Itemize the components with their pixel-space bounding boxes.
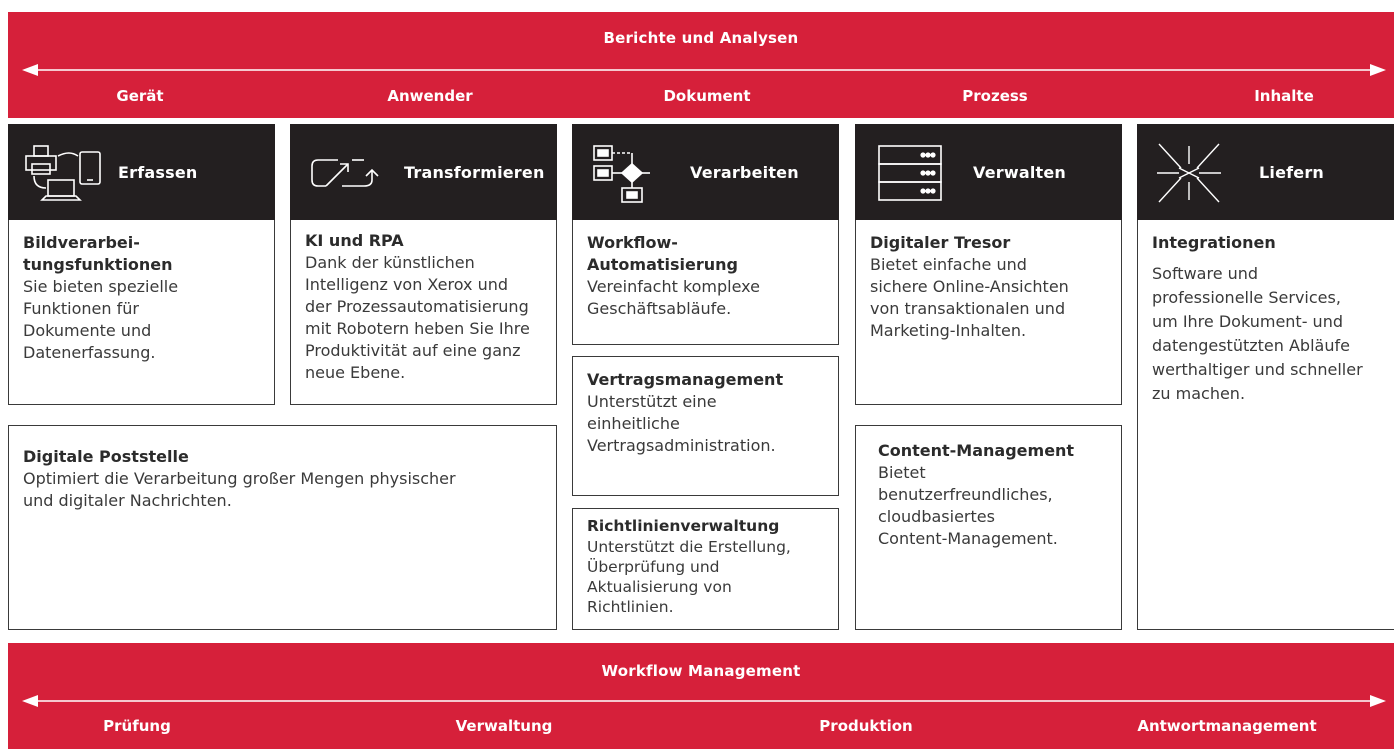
top-band-label-inhalte: Inhalte <box>1254 87 1314 105</box>
card-body: Unterstützt eine einheitliche Vertragsad… <box>587 392 776 455</box>
column-header-liefern: Liefern <box>1137 124 1394 220</box>
capture-devices-icon <box>25 145 101 201</box>
card-body: Dank der künstlichen Intelligenz von Xer… <box>305 253 530 382</box>
card-title: Digitale Poststelle <box>23 447 189 466</box>
column-label-verarbeiten: Verarbeiten <box>690 162 799 182</box>
server-rack-icon <box>878 145 942 201</box>
card-title: Workflow- Automatisierung <box>587 233 738 274</box>
card-title: KI und RPA <box>305 231 404 250</box>
card-title: Vertragsmanagement <box>587 370 784 389</box>
card-ki-rpa: KI und RPA Dank der künstlichen Intellig… <box>290 220 557 405</box>
column-header-verarbeiten: Verarbeiten <box>572 124 839 220</box>
card-digitaler-tresor: Digitaler Tresor Bietet einfache und sic… <box>855 220 1122 405</box>
top-band-label-dokument: Dokument <box>663 87 751 105</box>
top-band-label-geraet: Gerät <box>116 87 164 105</box>
bottom-band-label-antwortmanagement: Antwortmanagement <box>1137 717 1317 735</box>
card-body: Bietet einfache und sichere Online-Ansic… <box>870 255 1069 340</box>
bottom-band-label-pruefung: Prüfung <box>103 717 171 735</box>
card-title: Integrationen <box>1152 233 1276 252</box>
card-title: Content-Management <box>878 441 1075 460</box>
card-content-management: Content-Management Bietet benutzerfreund… <box>855 425 1122 630</box>
card-title: Bildverarbei- tungsfunktionen <box>23 233 173 274</box>
card-workflow-automatisierung: Workflow- Automatisierung Vereinfacht ko… <box>572 220 839 345</box>
column-label-erfassen: Erfassen <box>118 162 198 182</box>
card-body: Sie bieten spezielle Funktionen für Doku… <box>23 277 179 362</box>
double-arrow-icon <box>22 695 1386 707</box>
column-label-verwalten: Verwalten <box>973 162 1067 182</box>
top-band-label-prozess: Prozess <box>962 87 1028 105</box>
transform-arrows-icon <box>311 159 379 187</box>
flowchart-icon <box>593 145 650 203</box>
bottom-band-title: Workflow Management <box>601 662 801 680</box>
bottom-band-label-produktion: Produktion <box>819 717 913 735</box>
card-integrationen: Integrationen Software und professionell… <box>1137 220 1394 630</box>
column-label-transformieren: Transformieren <box>404 162 545 182</box>
card-body: Optimiert die Verarbeitung großer Mengen… <box>23 469 456 510</box>
column-header-transformieren: Transformieren <box>290 124 557 220</box>
card-vertragsmanagement: Vertragsmanagement Unterstützt eine einh… <box>572 356 839 496</box>
starburst-icon <box>1157 143 1221 203</box>
card-richtlinienverwaltung: Richtlinienverwaltung Unterstützt die Er… <box>572 508 839 630</box>
column-header-verwalten: Verwalten <box>855 124 1122 220</box>
card-title: Richtlinienverwaltung <box>587 517 780 535</box>
bottom-band-workflow: Workflow Management Prüfung Verwaltung P… <box>8 643 1394 749</box>
column-header-erfassen: Erfassen <box>8 124 275 220</box>
card-body: Vereinfacht komplexe Geschäftsabläufe. <box>587 277 760 318</box>
top-band-title: Berichte und Analysen <box>603 29 799 47</box>
column-label-liefern: Liefern <box>1259 162 1325 182</box>
card-bildverarbeitung: Bildverarbei- tungsfunktionen Sie bieten… <box>8 220 275 405</box>
card-digitale-poststelle: Digitale Poststelle Optimiert die Verarb… <box>8 425 557 630</box>
card-body: Software und professionelle Services, um… <box>1152 264 1363 403</box>
top-band-label-anwender: Anwender <box>387 87 473 105</box>
top-band-reporting: Berichte und Analysen Gerät Anwender Dok… <box>8 12 1394 118</box>
card-body: Bietet benutzerfreundliches, cloudbasier… <box>878 463 1058 548</box>
double-arrow-icon <box>22 64 1386 76</box>
card-body: Unterstützt die Erstellung, Überprüfung … <box>587 538 791 616</box>
bottom-band-label-verwaltung: Verwaltung <box>455 717 553 735</box>
card-title: Digitaler Tresor <box>870 233 1011 252</box>
